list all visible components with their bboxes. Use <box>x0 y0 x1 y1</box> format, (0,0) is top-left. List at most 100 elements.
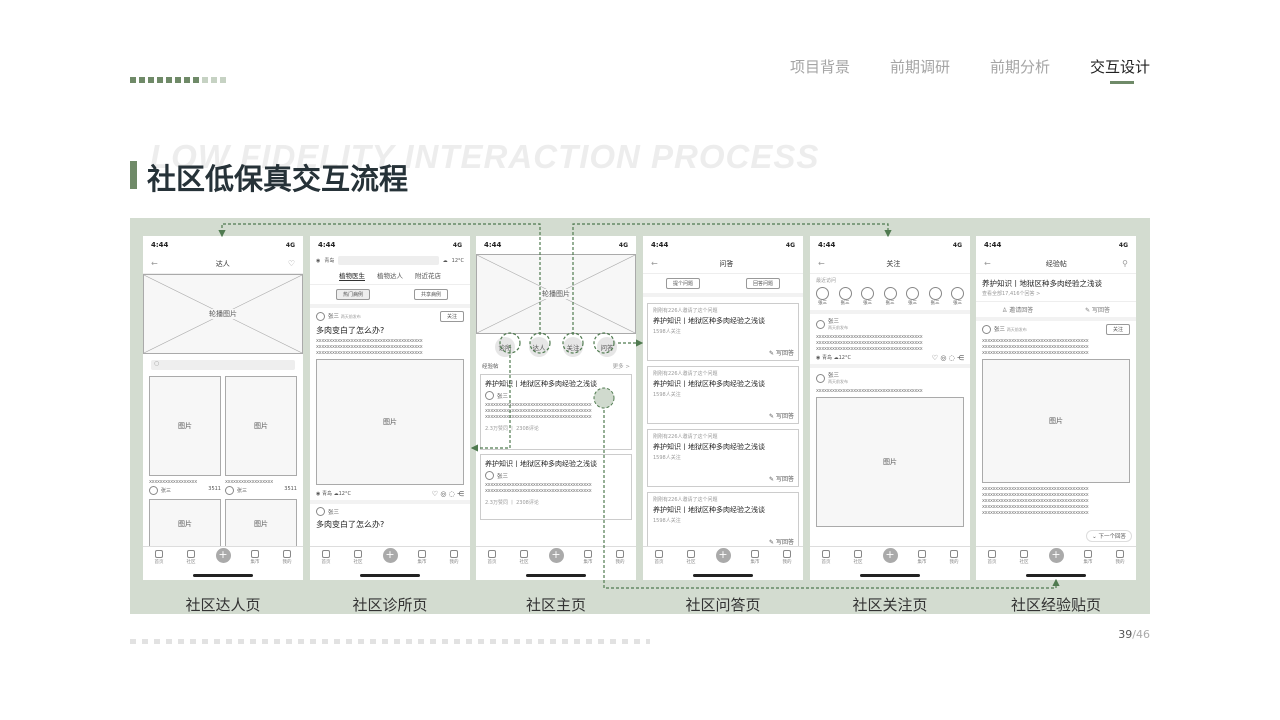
tab-plant-expert[interactable]: 植物达人 <box>377 272 403 280</box>
share-icon[interactable]: ⋲ <box>957 354 964 362</box>
view-all-answers-link[interactable]: 查看全部17,416个回答 > <box>982 291 1041 297</box>
back-arrow-icon[interactable]: ← <box>651 259 658 268</box>
tab-market[interactable]: 集市 <box>745 550 765 565</box>
tab-home[interactable]: 首页 <box>149 550 169 565</box>
ask-question-button[interactable]: 提个问题 <box>665 278 700 289</box>
tab-nearby-florist[interactable]: 附近花店 <box>415 272 441 280</box>
tab-me[interactable]: 我的 <box>277 550 297 565</box>
bottom-nav: 首页 社区 + 集市 我的 <box>810 546 970 580</box>
search-input[interactable] <box>338 256 439 265</box>
post-image[interactable]: 图片 <box>982 359 1130 483</box>
section-title: 经验帖 <box>482 364 499 370</box>
next-answer-button[interactable]: ⌄ 下一个回答 <box>1086 530 1132 542</box>
add-button[interactable]: + <box>1046 548 1066 565</box>
add-button[interactable]: + <box>213 548 233 565</box>
add-button[interactable]: + <box>713 548 733 565</box>
post-image[interactable]: 图片 <box>316 359 464 485</box>
tab-home[interactable]: 首页 <box>316 550 336 565</box>
post-card[interactable]: 养护知识丨地狱区种多肉经验之浅谈 张三 xxxxxxxxxxxxxxxxxxxx… <box>480 454 632 520</box>
picture-card[interactable]: 图片 <box>149 499 221 549</box>
screen-title: 问答 <box>719 259 734 268</box>
chip-follow[interactable]: 关注 <box>563 337 583 357</box>
header-bar: ← 问答 <box>643 254 803 274</box>
post-question[interactable]: 多肉变白了怎么办? <box>316 326 385 335</box>
coin-icon[interactable]: ◎ <box>440 490 447 498</box>
post-image[interactable]: 图片 <box>816 397 964 527</box>
tab-home[interactable]: 首页 <box>482 550 502 565</box>
home-indicator <box>360 574 420 577</box>
coin-icon[interactable]: ◎ <box>940 354 947 362</box>
tab-community[interactable]: 社区 <box>681 550 701 565</box>
tab-home[interactable]: 首页 <box>982 550 1002 565</box>
nav-item-analysis[interactable]: 前期分析 <box>989 58 1050 76</box>
add-button[interactable]: + <box>380 548 400 565</box>
shared-cases-button[interactable]: 共享病例 <box>413 289 448 300</box>
tab-community[interactable]: 社区 <box>181 550 201 565</box>
tab-market[interactable]: 集市 <box>912 550 932 565</box>
tab-community[interactable]: 社区 <box>514 550 534 565</box>
chip-qa[interactable]: 问答 <box>597 337 617 357</box>
comment-icon[interactable]: ◌ <box>448 490 455 498</box>
tab-home[interactable]: 首页 <box>649 550 669 565</box>
tab-market[interactable]: 集市 <box>412 550 432 565</box>
tab-market[interactable]: 集市 <box>578 550 598 565</box>
message-icon[interactable]: ♡ <box>287 259 295 268</box>
picture-card[interactable]: 图片 <box>149 376 221 476</box>
back-arrow-icon[interactable]: ← <box>151 259 158 268</box>
answer-question-button[interactable]: 回答问题 <box>745 278 780 289</box>
share-icon[interactable]: ⋲ <box>457 490 464 498</box>
invite-answer-button[interactable]: ♙ 邀请回答 <box>1001 307 1034 314</box>
tab-me[interactable]: 我的 <box>444 550 464 565</box>
comment-icon[interactable]: ◌ <box>948 354 955 362</box>
add-button[interactable]: + <box>880 548 900 565</box>
tab-market[interactable]: 集市 <box>245 550 265 565</box>
more-link[interactable]: 更多 > <box>612 364 630 370</box>
tab-me[interactable]: 我的 <box>944 550 964 565</box>
tab-community[interactable]: 社区 <box>848 550 868 565</box>
picture-card[interactable]: 图片 <box>225 376 297 476</box>
pen-icon: ✎ <box>769 350 775 357</box>
picture-card[interactable]: 图片 <box>225 499 297 549</box>
caption-guanzhu: 社区关注页 <box>852 596 928 614</box>
like-icon[interactable]: ♡ <box>431 490 439 498</box>
search-icon[interactable]: ⚲ <box>1122 259 1128 268</box>
hot-cases-button[interactable]: 热门病例 <box>336 289 371 300</box>
back-arrow-icon[interactable]: ← <box>818 259 825 268</box>
nav-item-background[interactable]: 项目背景 <box>789 58 850 76</box>
post-card[interactable]: 养护知识丨地狱区种多肉经验之浅谈 张三 xxxxxxxxxxxxxxxxxxxx… <box>480 374 632 450</box>
sub-tabs: 植物医生 植物达人 附近花店 <box>310 267 470 285</box>
tab-community[interactable]: 社区 <box>348 550 368 565</box>
tab-community[interactable]: 社区 <box>1014 550 1034 565</box>
entry-chips: 诊所 达人 关注 问答 <box>476 334 636 360</box>
tab-me[interactable]: 我的 <box>610 550 630 565</box>
tab-market[interactable]: 集市 <box>1078 550 1098 565</box>
like-icon[interactable]: ♡ <box>931 354 939 362</box>
tab-home[interactable]: 首页 <box>816 550 836 565</box>
tab-plant-doctor[interactable]: 植物医生 <box>339 272 365 281</box>
follow-button[interactable]: 关注 <box>439 311 464 322</box>
nav-item-interaction-design[interactable]: 交互设计 <box>1089 58 1150 84</box>
chip-clinic[interactable]: 诊所 <box>495 337 515 357</box>
tab-me[interactable]: 我的 <box>777 550 797 565</box>
write-answer-button[interactable]: ✎ 写回答 <box>1085 307 1111 314</box>
tab-me[interactable]: 我的 <box>1110 550 1130 565</box>
caption-main: 社区主页 <box>525 596 586 614</box>
location-icon: ◉ <box>316 257 321 264</box>
home-indicator <box>193 574 253 577</box>
chip-expert[interactable]: 达人 <box>529 337 549 357</box>
back-arrow-icon[interactable]: ← <box>984 259 991 268</box>
follow-button[interactable]: 关注 <box>1105 324 1130 335</box>
carousel-image[interactable]: 轮播图片 <box>476 254 636 334</box>
add-button[interactable]: + <box>546 548 566 565</box>
search-bar[interactable]: ○ <box>151 360 295 370</box>
header-bar: ←达人♡ <box>143 254 303 274</box>
weather-icon: ☁ <box>333 491 339 497</box>
carousel-image[interactable]: 轮播图片 <box>143 274 303 354</box>
nav-item-research[interactable]: 前期调研 <box>889 58 950 76</box>
